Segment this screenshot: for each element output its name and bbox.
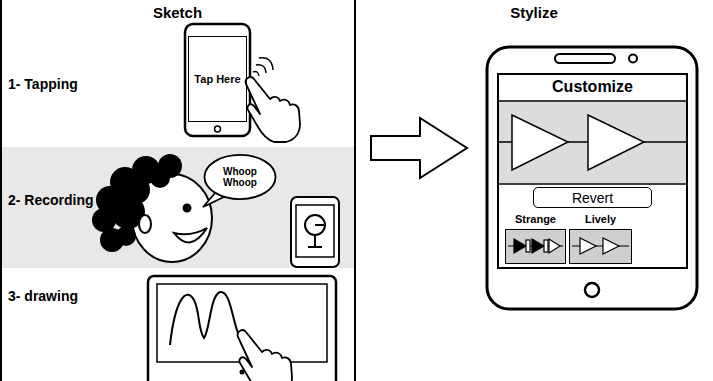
tap-waves xyxy=(253,72,259,77)
tap-waves xyxy=(253,58,273,76)
style-thumbnails xyxy=(603,238,619,254)
screen-heading: Customize xyxy=(552,78,633,96)
option-label: Lively xyxy=(570,213,631,225)
phone-stylize xyxy=(555,54,615,63)
preview-area xyxy=(588,115,644,170)
phone-screen: Tap Here xyxy=(188,36,246,122)
option-label: Strange xyxy=(500,213,571,225)
panel-heading: Sketch xyxy=(0,4,355,21)
hand-icon xyxy=(238,330,292,381)
style-thumbnails xyxy=(532,239,544,253)
panel-heading: Stylize xyxy=(355,4,713,21)
recording-band xyxy=(2,147,354,268)
phone-stylize xyxy=(487,47,697,309)
preview-area xyxy=(498,100,687,102)
tap-waves xyxy=(256,65,266,73)
panel: SketchTap Here 2- Recording Whoop Whoop xyxy=(0,0,355,381)
style-thumbnails xyxy=(580,238,596,254)
step-label: 1- Tapping xyxy=(8,76,78,92)
hand-icon xyxy=(246,77,300,142)
hand-icon xyxy=(246,77,300,142)
phone-mic xyxy=(291,197,339,267)
face-illustration xyxy=(139,215,151,233)
preview-area xyxy=(568,141,588,143)
tap-waves xyxy=(259,58,273,70)
panel: StylizeCustomizeRevertStrangeLively xyxy=(355,0,713,381)
screen-text: Tap Here xyxy=(194,73,240,85)
block-arrow xyxy=(371,118,467,178)
preview-area xyxy=(499,141,512,143)
phone-tap xyxy=(185,24,250,136)
panel-divider xyxy=(1,0,355,381)
phone-mic xyxy=(296,205,334,257)
style-thumbnails xyxy=(506,230,565,263)
panel-divider xyxy=(0,0,2,381)
face-illustration xyxy=(150,168,170,188)
style-option: Strange xyxy=(505,229,566,264)
revert-button: Revert xyxy=(533,187,652,208)
style-thumbnails xyxy=(549,239,560,253)
style-thumbnails xyxy=(506,230,631,263)
phone-stylize xyxy=(629,55,637,63)
phone-tap xyxy=(215,126,221,132)
preview-area xyxy=(498,183,687,185)
phone-stylize xyxy=(487,47,697,309)
preview-area xyxy=(498,101,687,184)
preview-area xyxy=(499,101,686,183)
style-thumbnails xyxy=(544,240,548,252)
panel-divider xyxy=(354,0,356,381)
face-illustration xyxy=(92,154,212,262)
phone-mic xyxy=(305,215,325,235)
preview-area xyxy=(512,115,568,170)
recording-band: 2- Recording Whoop Whoop xyxy=(0,147,355,268)
style-thumbnails xyxy=(570,230,631,263)
phone-mic xyxy=(308,235,322,247)
style-option: Lively xyxy=(569,229,632,264)
bubble-outline xyxy=(204,155,275,199)
step-label: 2- Recording xyxy=(8,192,94,208)
face-illustration xyxy=(174,228,207,242)
speech-bubble: Whoop Whoop xyxy=(203,153,277,201)
phone-stylize xyxy=(585,283,599,297)
face-illustration xyxy=(122,176,150,204)
face-illustration xyxy=(92,154,182,252)
preview-area xyxy=(644,141,686,143)
button-label: Revert xyxy=(572,191,613,205)
phone-screen: CustomizeRevertStrangeLively xyxy=(497,73,688,269)
style-thumbnails xyxy=(526,240,530,252)
phone-mic xyxy=(291,197,339,267)
face-illustration xyxy=(116,226,136,246)
phone-mic xyxy=(315,224,325,226)
hand-icon xyxy=(238,330,292,381)
style-thumbnails xyxy=(514,239,526,253)
face-illustration xyxy=(184,205,191,212)
tablet-drawing xyxy=(157,284,327,362)
phone-tap xyxy=(185,24,250,136)
tablet-drawing xyxy=(170,292,238,345)
speech-text: Whoop Whoop xyxy=(218,166,262,189)
recording-band xyxy=(2,147,354,268)
step-label: 3- drawing xyxy=(8,288,78,304)
